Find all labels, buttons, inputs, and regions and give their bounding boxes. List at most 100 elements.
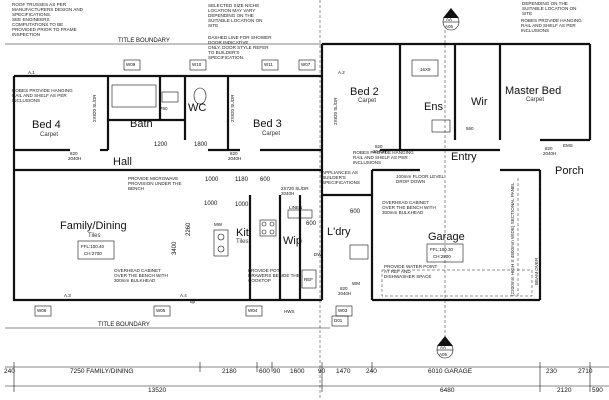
svg-text:SPECIFICATION.: SPECIFICATION. xyxy=(208,55,244,60)
svg-text:W11: W11 xyxy=(264,62,273,67)
dim-2710: 2710 xyxy=(578,368,593,375)
door-760: 760 xyxy=(160,106,168,111)
svg-text:SITE: SITE xyxy=(522,11,532,16)
svg-text:AA: AA xyxy=(446,17,452,22)
room-wc: WC xyxy=(188,102,206,114)
svg-text:1180: 1180 xyxy=(235,177,249,183)
fridge-space xyxy=(301,269,317,289)
room-hall: Hall xyxy=(113,156,132,168)
svg-text:COOKTOP: COOKTOP xyxy=(248,278,271,283)
title-boundary-bottom-label: TITLE BOUNDARY xyxy=(98,322,150,328)
svg-text:REF: REF xyxy=(304,277,313,282)
svg-text:APPLIANCES AS: APPLIANCES AS xyxy=(322,170,358,175)
appliances-note: APPLIANCES AS BUILDER'S SPECIFICATIONS xyxy=(322,170,360,185)
svg-text:A05: A05 xyxy=(439,352,448,357)
dim-600: 600 xyxy=(259,368,270,375)
axis-label-a3: A.3 xyxy=(64,293,71,298)
opening-bed3: 820 2040H xyxy=(228,151,241,161)
room-wip: Wip xyxy=(283,235,302,247)
svg-text:820: 820 xyxy=(70,151,78,156)
bath-tub xyxy=(111,84,157,108)
dim-590: 590 xyxy=(592,387,603,394)
svg-text:2260: 2260 xyxy=(186,222,192,236)
door-tag-d01 xyxy=(331,315,349,327)
room-master-bed: Master Bed xyxy=(505,85,561,97)
svg-text:ROOF TRUSSES AS PER: ROOF TRUSSES AS PER xyxy=(12,2,67,7)
svg-text:OVER THE BENCH WITH: OVER THE BENCH WITH xyxy=(114,273,168,278)
opening-laundry: 820 2040H xyxy=(338,286,351,296)
svg-text:INCLUSIONS: INCLUSIONS xyxy=(353,160,381,165)
wip-door-height: 2040H xyxy=(281,191,294,196)
dim-6480: 6480 xyxy=(440,387,455,394)
svg-text:TO BUILDER'S: TO BUILDER'S xyxy=(208,50,239,55)
svg-text:ONLY. DOOR STYLE REFER: ONLY. DOOR STYLE REFER xyxy=(208,45,269,50)
svg-text:1800: 1800 xyxy=(194,142,208,148)
svg-text:1000: 1000 xyxy=(205,177,219,183)
dim-1600: 1600 xyxy=(290,368,305,375)
niche-note: SELECTED SIZE NICHE LOCATION MAY VARY DE… xyxy=(208,3,262,28)
beam-over-note: BEAM OVER xyxy=(534,257,539,285)
svg-text:W03: W03 xyxy=(338,308,348,313)
svg-text:LOCATION MAY VARY: LOCATION MAY VARY xyxy=(208,8,255,13)
room-bed4: Bed 4 xyxy=(32,119,61,131)
svg-text:W10: W10 xyxy=(192,62,202,67)
svg-text:BENCH: BENCH xyxy=(128,186,144,191)
svg-text:2040H: 2040H xyxy=(338,291,351,296)
svg-text:300mm BULKHEAD: 300mm BULKHEAD xyxy=(114,278,156,283)
svg-text:PROVIDE MICROWAVE: PROVIDE MICROWAVE xyxy=(128,176,178,181)
room-bed3-floor: Carpet xyxy=(262,131,280,137)
svg-text:2040H: 2040H xyxy=(228,156,241,161)
dim-13520: 13520 xyxy=(148,387,166,394)
svg-text:SUITABLE LOCATION ON: SUITABLE LOCATION ON xyxy=(208,18,262,23)
svg-text:WM: WM xyxy=(352,281,360,286)
roof-trusses-note: ROOF TRUSSES AS PER MANUFACTURERS DESIGN… xyxy=(12,2,84,37)
room-bath: Bath xyxy=(130,118,153,130)
svg-text:SPECIFICATIONS.: SPECIFICATIONS. xyxy=(12,12,51,17)
opening-bed4: 820 2040H xyxy=(68,151,81,161)
svg-text:ROBES PROVIDE HANGING: ROBES PROVIDE HANGING xyxy=(353,150,414,155)
garage-ffl-box xyxy=(426,243,464,263)
svg-text:EMS: EMS xyxy=(563,143,573,148)
door-560: 560 xyxy=(466,126,474,131)
svg-text:2040H: 2040H xyxy=(68,156,81,161)
dim-1470: 1470 xyxy=(336,368,351,375)
microwave-note: PROVIDE MICROWAVE PROVISION UNDER THE BE… xyxy=(128,176,182,191)
overhead-ldry-note: OVERHEAD CABINET OVER THE BENCH WITH 300… xyxy=(382,200,436,215)
dim-2180: 2180 xyxy=(222,368,237,375)
axis-label-a1: A.1 xyxy=(28,70,35,75)
svg-text:RAIL AND SHELF AS PER: RAIL AND SHELF AS PER xyxy=(521,23,576,28)
section-marker-bottom: AA A05 xyxy=(436,336,454,359)
room-porch: Porch xyxy=(555,165,584,177)
svg-text:DISHWASHER SPACE: DISHWASHER SPACE xyxy=(384,274,431,279)
svg-text:AT REF AND: AT REF AND xyxy=(384,269,411,274)
svg-text:AA: AA xyxy=(440,345,446,350)
garage-ffl: FFL:100.30 xyxy=(430,247,454,252)
svg-text:DW: DW xyxy=(314,252,322,257)
walls xyxy=(12,42,592,302)
axis-label-a2: A.2 xyxy=(338,70,345,75)
svg-text:16X9: 16X9 xyxy=(420,67,431,72)
room-garage: Garage xyxy=(428,231,465,243)
laundry-tub xyxy=(349,244,369,260)
garage-parking-outline xyxy=(381,269,533,297)
svg-text:W05: W05 xyxy=(156,308,166,313)
svg-text:SPECIFICATIONS: SPECIFICATIONS xyxy=(322,180,360,185)
svg-text:PROVIDE POT: PROVIDE POT xyxy=(248,268,280,273)
svg-text:PROVIDED PRIOR TO FRAME: PROVIDED PRIOR TO FRAME xyxy=(12,27,77,32)
svg-text:OVERHEAD CABINET: OVERHEAD CABINET xyxy=(382,200,429,205)
door-tag-d01-label: D01 xyxy=(334,318,343,323)
axis-label-a4: A.4 xyxy=(180,293,187,298)
robes-note-mid: ROBES PROVIDE HANGING RAIL AND SHELF AS … xyxy=(353,150,414,165)
window-tags-bottom: W06 W05 W04 W03 xyxy=(34,305,353,317)
svg-text:820: 820 xyxy=(230,151,238,156)
room-bed4-floor: Carpet xyxy=(40,132,58,138)
wip-door: 2X720 SL/DR xyxy=(281,186,309,191)
room-entry: Entry xyxy=(451,151,477,163)
shower-base xyxy=(411,59,439,77)
svg-text:SITE: SITE xyxy=(208,23,218,28)
window-tags-top: W09 W10 W11 W07 xyxy=(123,59,316,71)
niche-note-right: DEPENDING ON THE SUITABLE LOCATION ON SI… xyxy=(522,1,576,16)
svg-text:BUILDER'S: BUILDER'S xyxy=(322,175,346,180)
robes-note-right: ROBES PROVIDE HANGING RAIL AND SHELF AS … xyxy=(521,18,582,33)
room-bed3: Bed 3 xyxy=(253,118,282,130)
